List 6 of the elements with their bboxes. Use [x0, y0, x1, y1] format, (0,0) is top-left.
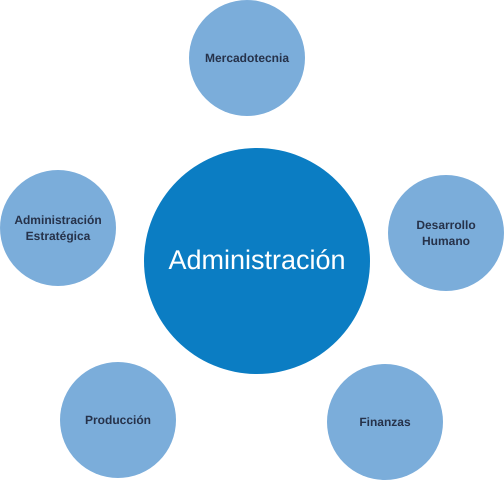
circle-label: Finanzas: [358, 414, 412, 430]
circle-label: Mercadotecnia: [204, 50, 290, 66]
circle-label: Producción: [84, 412, 152, 428]
circle-label: Administración: [167, 244, 347, 278]
circle-label: Desarrollo Humano: [415, 217, 477, 249]
circle-label: Administración Estratégica: [13, 212, 103, 244]
